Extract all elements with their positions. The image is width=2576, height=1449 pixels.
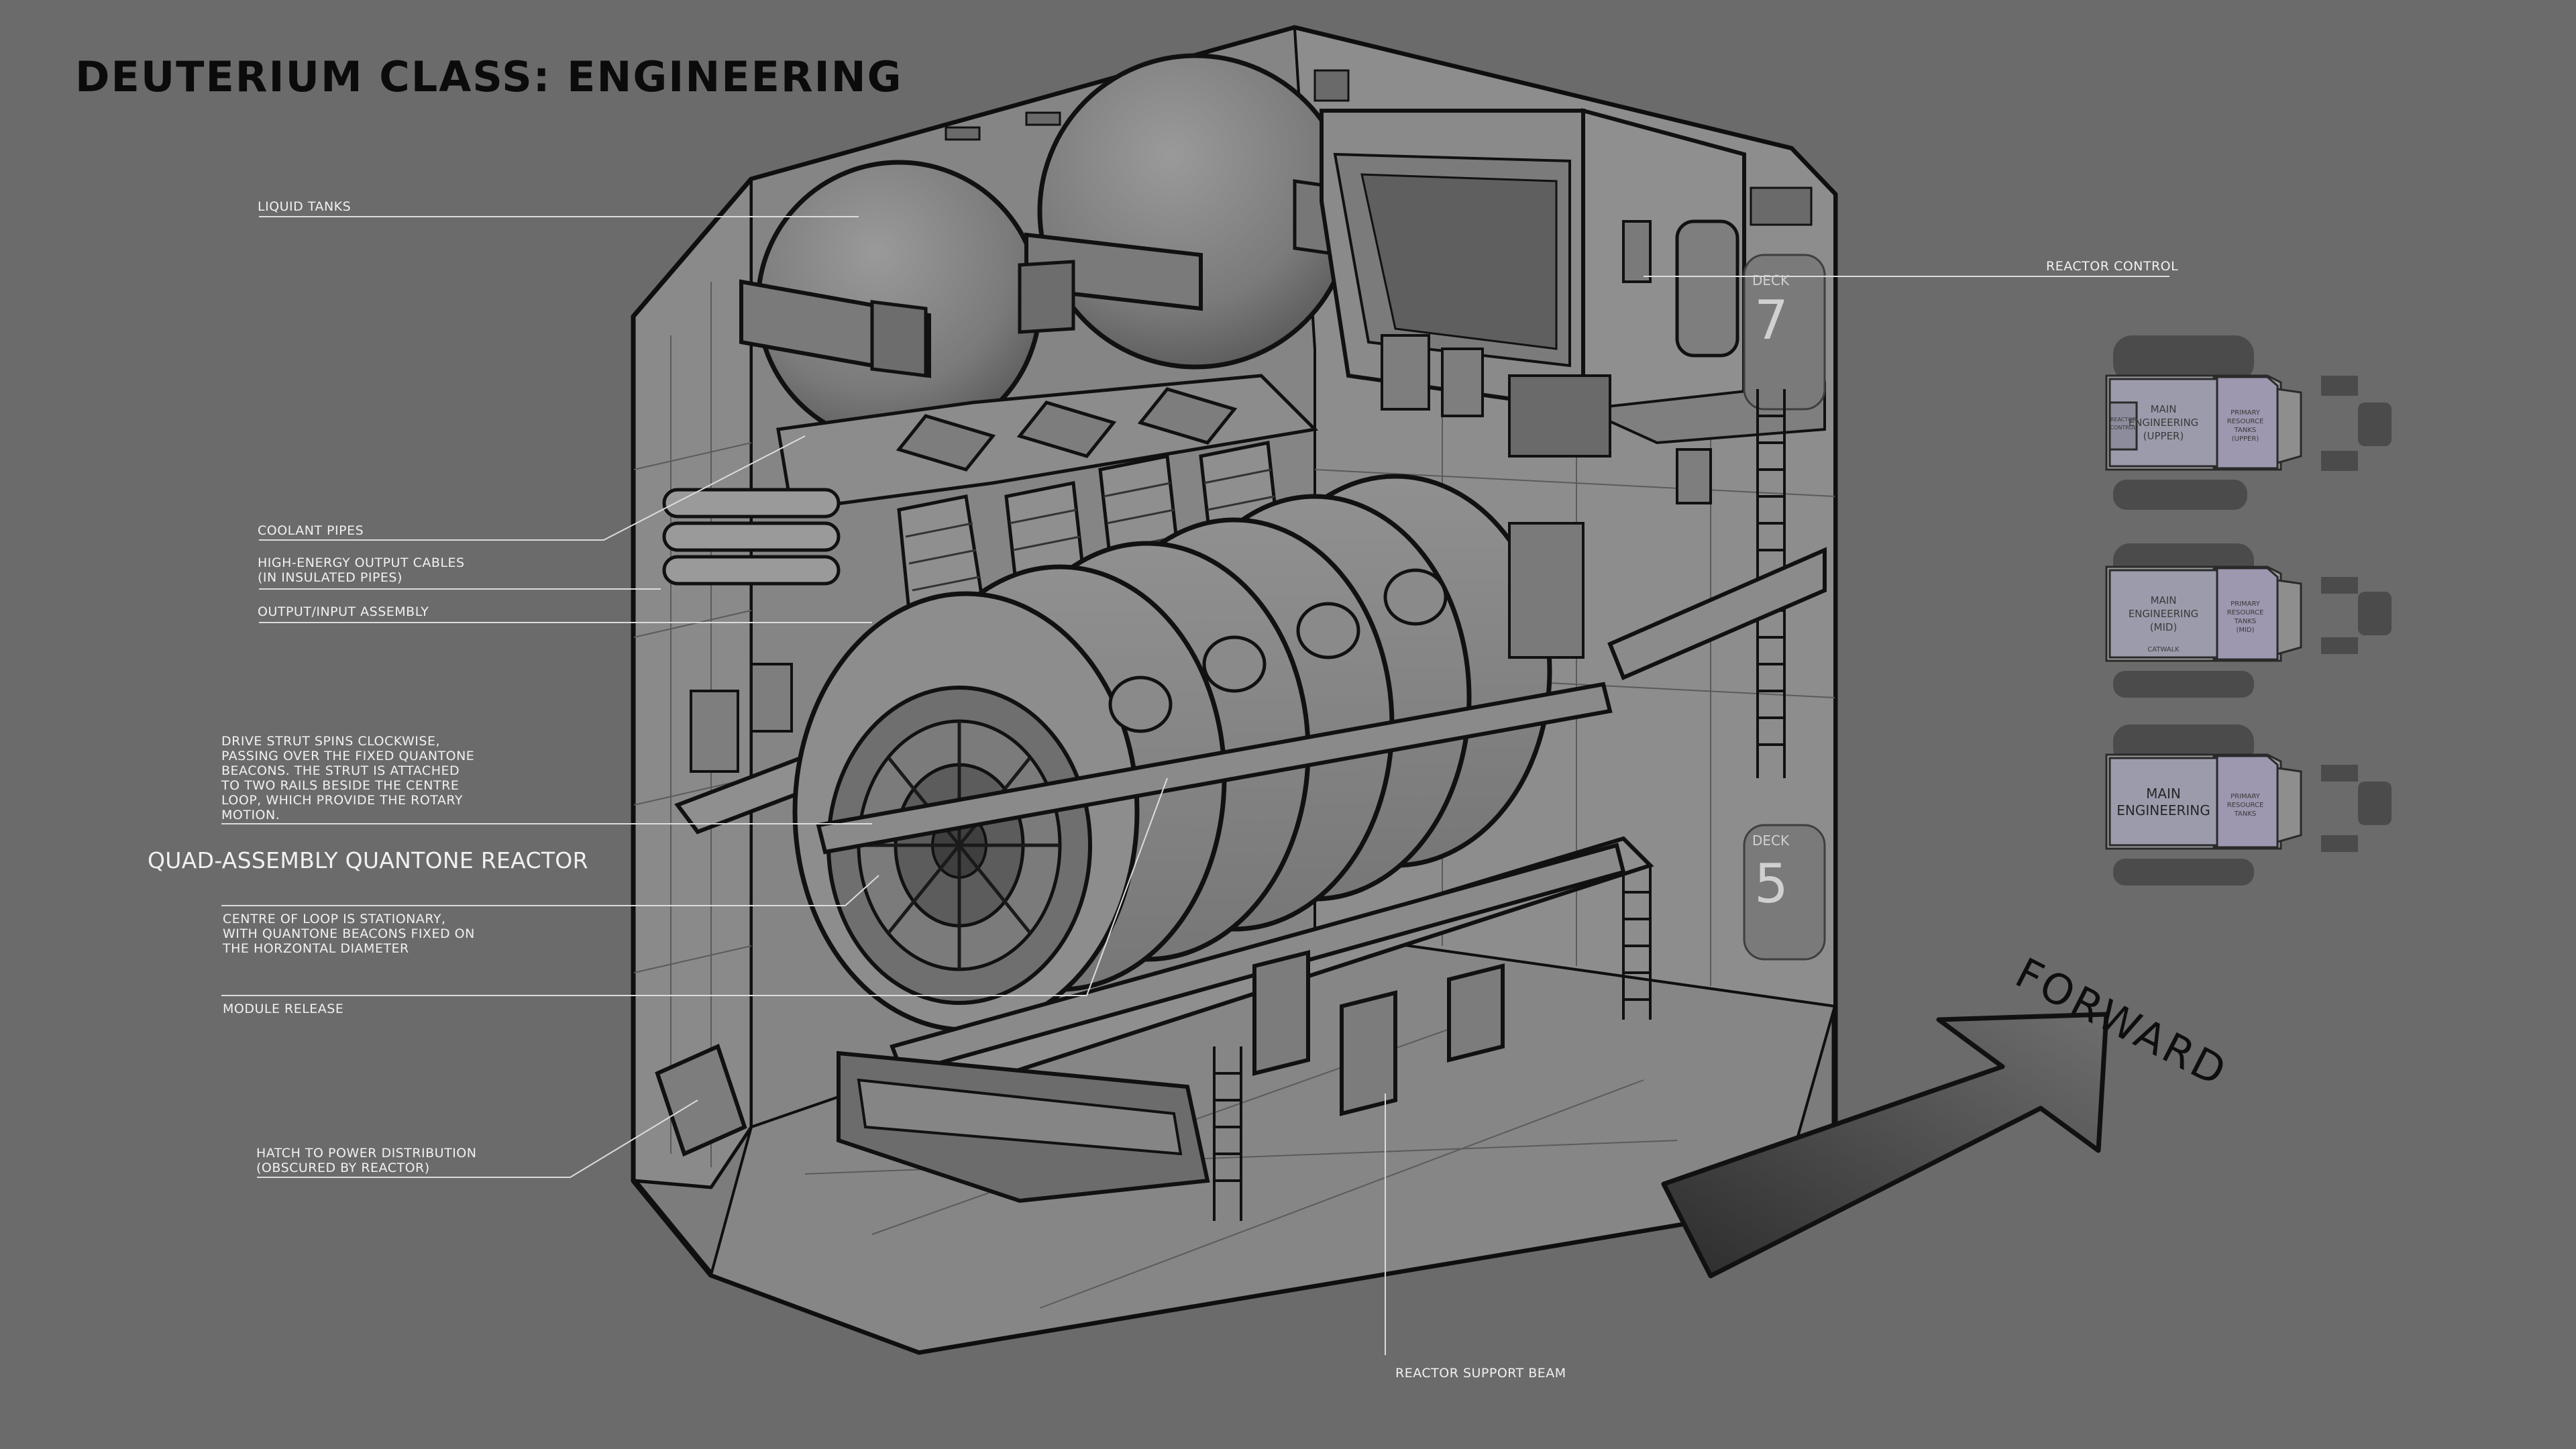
- label-reactor-control: REACTOR CONTROL: [2046, 259, 2179, 274]
- minimap-upper-side-1: PRIMARY: [2231, 409, 2261, 417]
- deck-5-placard: [1743, 824, 1826, 961]
- coolant-manifold: [662, 374, 1319, 586]
- minimap-mid-main-2: ENGINEERING: [2129, 608, 2199, 620]
- deck-7-word: DECK: [1752, 272, 1790, 288]
- wall-consoles: [690, 334, 1712, 773]
- minimap-upper: [2105, 335, 2392, 510]
- power-distribution-console: [655, 1043, 1210, 1203]
- leader-hatch: [257, 1099, 698, 1178]
- leader-centre-of-loop: [221, 875, 879, 906]
- label-reactor-name: QUAD-ASSEMBLY QUANTONE REACTOR: [148, 847, 588, 873]
- label-module-release: MODULE RELEASE: [223, 1002, 344, 1016]
- minimap-mid-side-4: (MID): [2236, 627, 2254, 634]
- leader-coolant-pipes: [259, 435, 806, 541]
- minimap-lower-side-1: PRIMARY: [2231, 793, 2261, 800]
- minimap-mid-main-1: MAIN: [2151, 594, 2177, 606]
- minimap-mid-main-3: (MID): [2150, 621, 2178, 633]
- minimap-upper-left-2: CONTROL: [2110, 425, 2137, 431]
- label-output-input-assembly: OUTPUT/INPUT ASSEMBLY: [258, 604, 429, 619]
- label-reactor-support-beam: REACTOR SUPPORT BEAM: [1395, 1366, 1566, 1381]
- minimap-lower-main-1: MAIN: [2146, 786, 2181, 802]
- minimap-upper-side-4: (UPPER): [2232, 435, 2259, 443]
- deck-7-number: 7: [1754, 289, 1788, 352]
- minimap-mid: [2105, 543, 2392, 698]
- minimap-upper-main-2: ENGINEERING: [2129, 417, 2199, 429]
- minimap-mid-side-3: TANKS: [2234, 618, 2257, 625]
- leader-lines: [221, 216, 2169, 1355]
- minimap-lower-main-2: ENGINEERING: [2116, 802, 2210, 818]
- minimap-mid-left-1: CATWALK: [2147, 646, 2180, 653]
- reactor-support-beam: [1340, 990, 1397, 1116]
- label-hatch: HATCH TO POWER DISTRIBUTION (OBSCURED BY…: [256, 1146, 477, 1175]
- deck-5-word: DECK: [1752, 833, 1790, 849]
- leader-module-release: [221, 777, 1168, 996]
- minimap-upper-side-2: RESOURCE: [2227, 418, 2264, 425]
- ceiling-vents: [945, 69, 1813, 226]
- label-coolant-pipes: COOLANT PIPES: [258, 523, 364, 538]
- label-drive-strut: DRIVE STRUT SPINS CLOCKWISE, PASSING OVE…: [221, 734, 475, 822]
- label-centre-of-loop: CENTRE OF LOOP IS STATIONARY, WITH QUANT…: [223, 912, 475, 956]
- catwalk-mid: [1607, 547, 1827, 680]
- deck-5-number: 5: [1754, 853, 1788, 915]
- label-liquid-tanks: LIQUID TANKS: [258, 199, 352, 214]
- forward-arrow: [1661, 1012, 2109, 1279]
- minimap-upper-main-3: (UPPER): [2143, 430, 2184, 442]
- minimap-lower-side-2: RESOURCE: [2227, 802, 2264, 809]
- minimap-lower: [2105, 724, 2392, 885]
- minimap-upper-side-3: TANKS: [2234, 427, 2257, 434]
- page-title: DEUTERIUM CLASS: ENGINEERING: [75, 52, 903, 101]
- minimap-upper-left-1: REACTOR: [2110, 417, 2137, 423]
- label-output-cables: HIGH-ENERGY OUTPUT CABLES (IN INSULATED …: [258, 555, 465, 585]
- minimap-mid-side-2: RESOURCE: [2227, 609, 2264, 616]
- minimap-mid-side-1: PRIMARY: [2231, 600, 2261, 608]
- minimap-lower-side-3: TANKS: [2234, 810, 2257, 818]
- quantone-reactor: [792, 474, 1552, 1032]
- minimap-upper-main-1: MAIN: [2151, 403, 2177, 415]
- deck-placards: [1743, 254, 1826, 961]
